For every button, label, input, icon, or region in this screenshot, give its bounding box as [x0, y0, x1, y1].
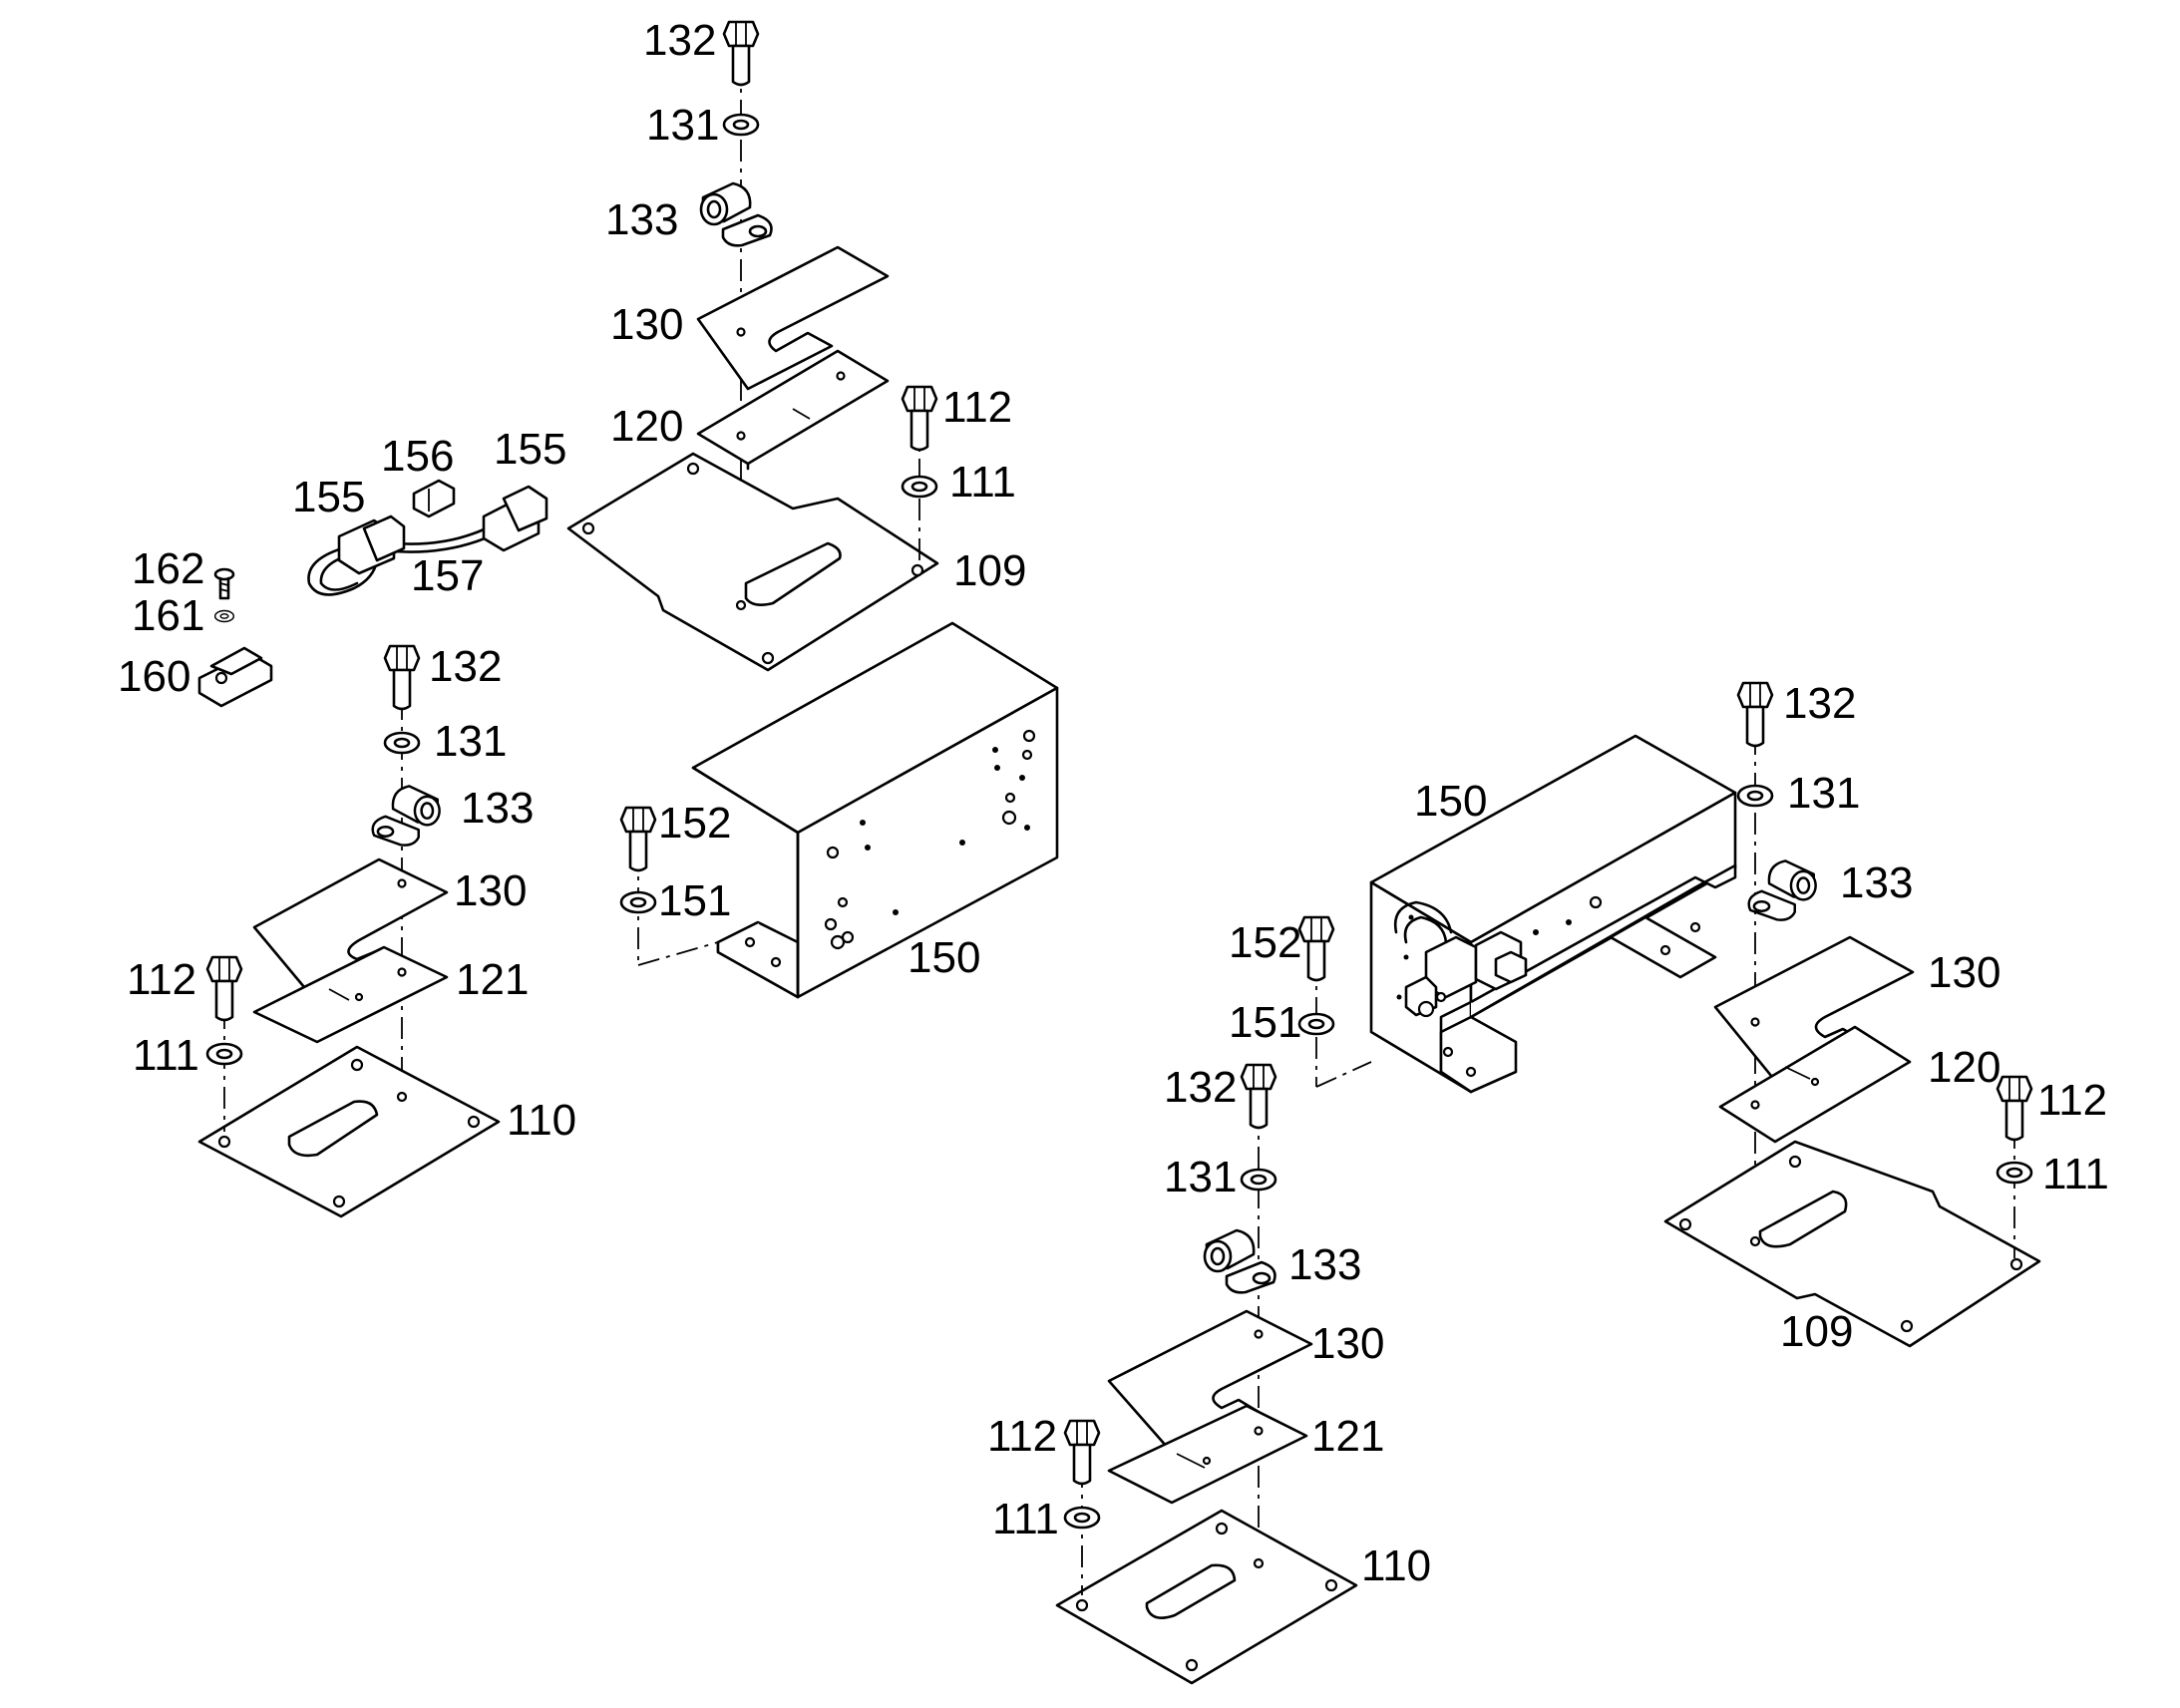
label-162: 162 [132, 544, 204, 593]
label-112-left: 112 [127, 955, 196, 1004]
harness-157 [307, 485, 548, 596]
label-130-left: 130 [454, 866, 527, 915]
label-121-left: 121 [456, 955, 529, 1004]
label-112-top: 112 [942, 383, 1012, 432]
bolt-132-top [722, 20, 760, 87]
label-131-left: 131 [434, 717, 507, 766]
bolt-132-lower [1240, 1063, 1277, 1130]
label-152-left: 152 [658, 799, 731, 848]
label-132-right: 132 [1783, 679, 1856, 728]
label-111-lower: 111 [992, 1495, 1059, 1543]
label-131-lower: 131 [1164, 1153, 1237, 1201]
plate-130-top [696, 245, 890, 391]
screw-162 [213, 567, 235, 600]
label-112-right: 112 [2037, 1076, 2107, 1125]
base-plate-109-right [1663, 1140, 2041, 1348]
clamp-133-top [699, 181, 773, 247]
label-151-right: 151 [1229, 998, 1301, 1047]
label-151-left: 151 [658, 876, 731, 925]
plate-130-lower [1107, 1309, 1313, 1458]
bolt-132-left [383, 644, 421, 711]
connector-156 [412, 479, 456, 518]
label-155-left: 155 [292, 473, 365, 521]
bolt-112-left [205, 955, 243, 1022]
label-109-right: 109 [1780, 1307, 1853, 1356]
washer-161 [213, 609, 235, 623]
washer-131-left [383, 731, 421, 755]
label-111-top: 111 [949, 458, 1016, 507]
washer-111-top [901, 475, 938, 499]
label-130-lower: 130 [1311, 1319, 1384, 1368]
washer-131-right [1736, 784, 1774, 808]
washer-131-lower [1240, 1168, 1277, 1192]
washer-111-lower [1063, 1506, 1101, 1530]
bolt-112-right [1996, 1075, 2033, 1142]
label-133-left: 133 [461, 784, 534, 833]
label-152-right: 152 [1229, 918, 1301, 967]
label-120-top: 120 [610, 402, 683, 451]
bolt-112-lower [1063, 1419, 1101, 1486]
label-150-right: 150 [1414, 777, 1487, 826]
label-132-top: 132 [643, 16, 716, 65]
label-157: 157 [411, 551, 484, 600]
clamp-133-lower [1203, 1228, 1276, 1294]
label-131-right: 131 [1787, 769, 1860, 818]
label-133-right: 133 [1840, 858, 1913, 907]
label-120-right: 120 [1928, 1043, 2000, 1092]
label-109-top: 109 [953, 546, 1026, 595]
label-133-lower: 133 [1288, 1240, 1361, 1289]
base-plate-109-top [566, 452, 939, 672]
label-130-top: 130 [610, 300, 683, 349]
bolt-132-right [1736, 681, 1774, 748]
label-155-right: 155 [494, 425, 566, 474]
label-110-left: 110 [507, 1096, 576, 1145]
label-133-top: 133 [605, 195, 678, 244]
label-160: 160 [118, 652, 190, 701]
label-161: 161 [132, 591, 204, 640]
label-131-top: 131 [646, 101, 719, 150]
bolt-152-left [619, 806, 657, 872]
bolt-112-top [901, 385, 938, 452]
washer-111-right [1996, 1161, 2033, 1185]
washer-151-left [619, 890, 657, 914]
label-150-left: 150 [908, 933, 980, 982]
label-132-lower: 132 [1164, 1063, 1237, 1112]
washer-131-top [722, 113, 760, 137]
label-156: 156 [381, 432, 454, 481]
label-132-left: 132 [429, 642, 502, 691]
label-111-left: 111 [133, 1031, 199, 1080]
clip-160 [197, 646, 273, 708]
label-110-lower: 110 [1361, 1541, 1431, 1590]
bolt-152-right [1297, 915, 1335, 982]
enclosure-150-left [691, 621, 1059, 999]
label-130-right: 130 [1928, 948, 2000, 997]
clamp-133-left [371, 785, 441, 847]
enclosure-150-right [1369, 734, 1737, 1094]
clamp-133-right [1747, 859, 1817, 921]
label-121-lower: 121 [1311, 1412, 1384, 1461]
label-111-right: 111 [2042, 1150, 2109, 1198]
plate-120-top [696, 349, 890, 466]
label-112-lower: 112 [987, 1412, 1057, 1461]
washer-111-left [205, 1042, 243, 1066]
washer-151-right [1297, 1012, 1335, 1036]
